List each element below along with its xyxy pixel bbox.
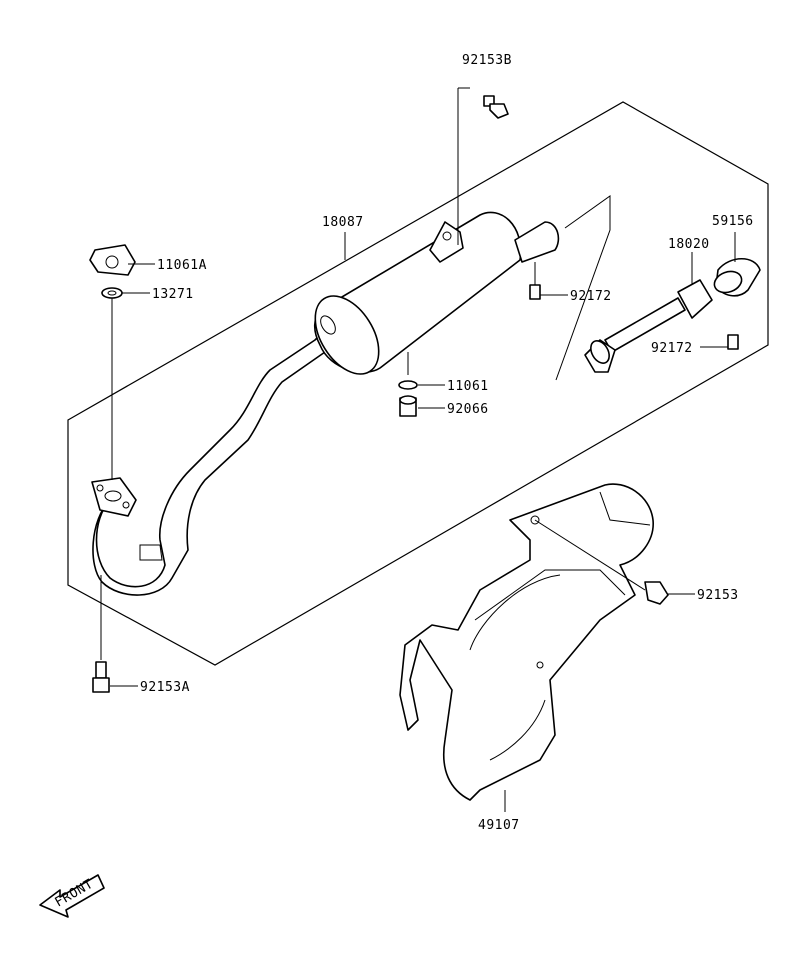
label-92153B: 92153B [462,53,512,68]
bolt-92153B [483,95,509,119]
label-92172-lower: 92172 [651,341,693,356]
arrester-cap [713,257,761,297]
leader-lines [100,87,736,812]
bolt-92172-muffler [529,284,541,300]
label-11061: 11061 [447,379,489,394]
tailpipe-group-boundary [555,195,611,381]
label-92066: 92066 [447,402,489,417]
label-92153A: 92153A [140,680,190,695]
tailpipe-insert [584,279,713,373]
plug-92066 [399,395,417,417]
muffler [313,211,560,375]
label-13271: 13271 [152,287,194,302]
gasket-11061 [398,380,418,390]
header-pipe [91,324,341,596]
label-11061A: 11061A [157,258,207,273]
label-18087: 18087 [322,215,364,230]
front-arrow: FRONT [39,874,105,918]
label-92153: 92153 [697,588,739,603]
label-18020: 18020 [668,237,710,252]
label-92172-upper: 92172 [570,289,612,304]
gasket-13271 [101,287,123,299]
bolt-92153A [92,661,110,693]
bolt-92172-tail [727,334,739,350]
label-49107: 49107 [478,818,520,833]
gasket-11061A [89,244,136,276]
heat-guard [399,483,654,801]
bolt-92153 [644,581,669,605]
label-59156: 59156 [712,214,754,229]
assembly-boundary [67,101,769,666]
